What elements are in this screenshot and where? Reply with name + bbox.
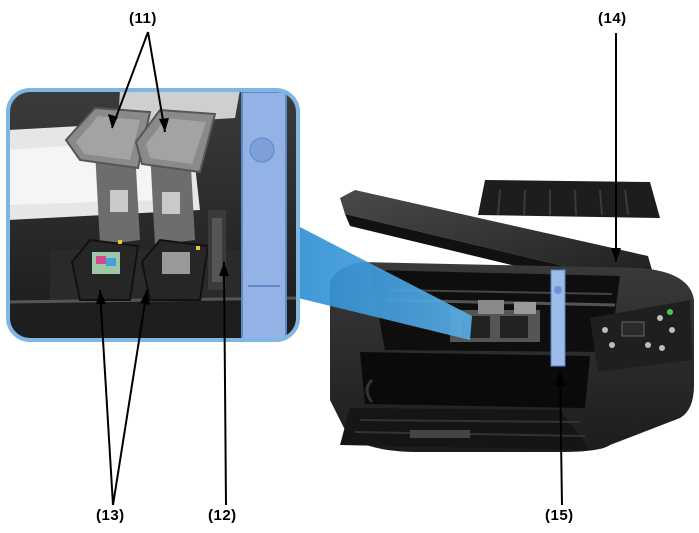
leader-lines [99, 31, 617, 506]
leader-15 [559, 371, 563, 506]
scanning-unit-cover [340, 190, 652, 284]
inset-magnified-view [6, 88, 300, 342]
paper-support [478, 180, 660, 218]
scanning-unit-support [550, 269, 566, 367]
leader-13-right [112, 289, 148, 506]
callout-12: (12) [208, 507, 237, 524]
leader-11-left [111, 31, 149, 129]
panel-display [621, 321, 645, 337]
callout-13: (13) [96, 507, 125, 524]
callout-15: (15) [545, 507, 574, 524]
leader-12 [223, 261, 227, 506]
zoom-beam [298, 226, 472, 340]
leader-11-right [147, 31, 166, 133]
scanning-unit-support-magnified [241, 91, 287, 340]
leader-arrowheads [96, 114, 621, 386]
callout-11: (11) [129, 10, 157, 27]
paper-output-tray [340, 408, 590, 450]
leader-13-left [99, 289, 114, 506]
callout-14: (14) [598, 10, 627, 27]
